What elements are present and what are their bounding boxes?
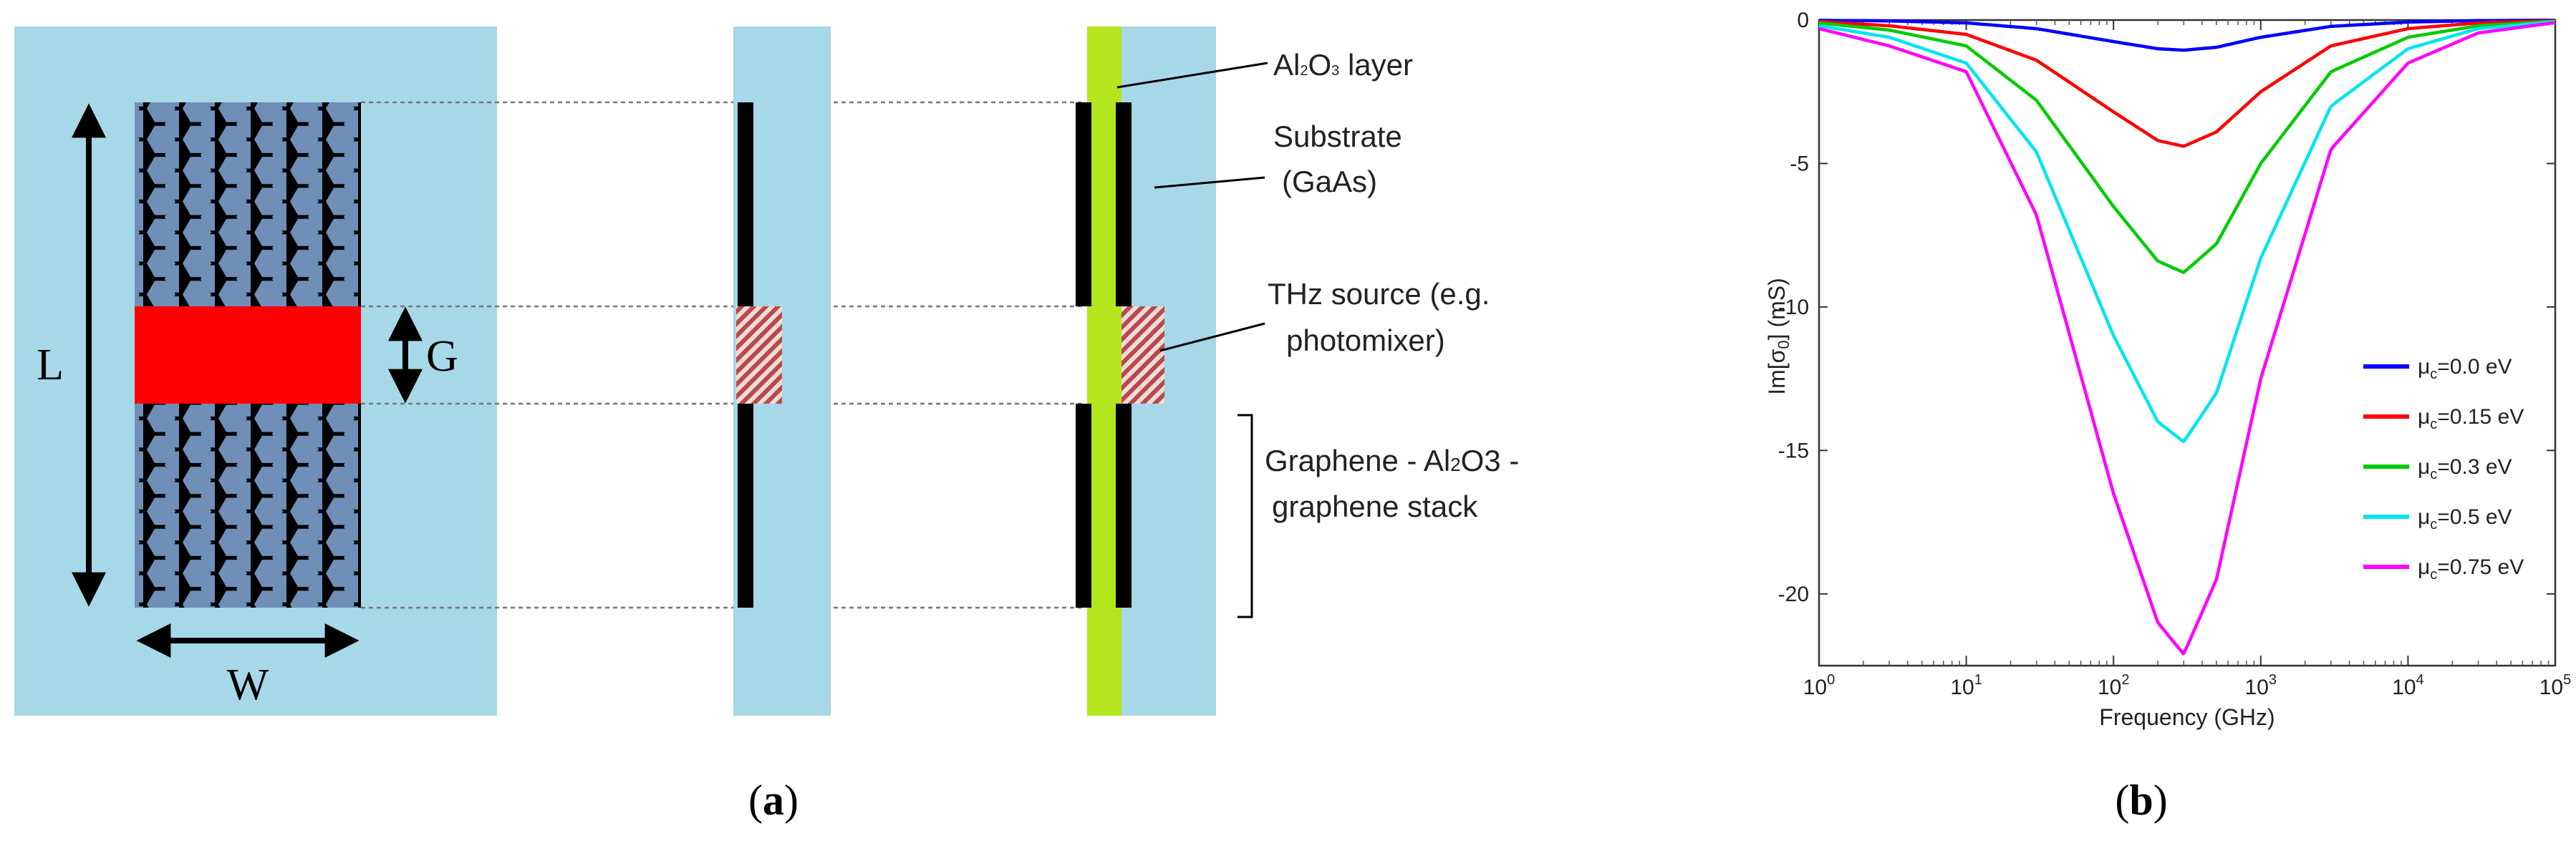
side-view-stack (1076, 26, 1216, 716)
thz-source-front (135, 306, 361, 404)
series-line (1819, 18, 2555, 52)
side-electrode-bottom (738, 404, 753, 608)
substrate-label-line1: Substrate (1273, 120, 1402, 153)
legend-label: μc=0.3 eV (2418, 455, 2512, 482)
x-tick-label: 103 (2245, 672, 2277, 699)
y-tick-label: -20 (1778, 583, 1809, 606)
leader-source (1159, 322, 1265, 352)
y-tick-label: 0 (1797, 9, 1809, 32)
panel-b-chart: 0 -5 -10 -15 -20 100 101 102 103 104 105 μc=0.0 eV μ… (1764, 9, 2571, 824)
substrate-label-line2: (GaAs) (1282, 165, 1377, 198)
stack-electrode-right-bottom (1116, 404, 1132, 608)
source-label-line1: THz source (e.g. (1268, 277, 1490, 311)
chart-ylabel: Im[σ0] (mS) (1764, 278, 1793, 395)
graphene-patch-top (135, 102, 361, 306)
x-tick-label: 102 (2098, 672, 2130, 699)
stack-bracket (1238, 414, 1253, 618)
x-tick-label: 100 (1803, 672, 1835, 699)
projection-lines (361, 101, 1081, 609)
side-electrode-top (738, 102, 753, 306)
width-label: W (227, 661, 269, 709)
legend-label: μc=0.5 eV (2418, 505, 2512, 533)
source-label-line2: photomixer) (1286, 324, 1445, 357)
leader-oxide (1116, 62, 1268, 89)
oxide-layer-label: Al2O3 layer (1273, 48, 1413, 82)
y-tick-label: -10 (1778, 296, 1809, 319)
caption-a: (a) (748, 777, 799, 824)
chart-xlabel: Frequency (GHz) (2099, 704, 2274, 730)
chart-plot-area: 0 -5 -10 -15 -20 100 101 102 103 104 105 μc=0.0 eV μ… (1778, 9, 2572, 699)
side-view-substrate (733, 26, 831, 716)
stack-electrode-right-top (1116, 102, 1132, 306)
series-line (1818, 21, 2556, 656)
front-view: L G W (14, 26, 497, 716)
stack-label-line1: Graphene - Al2O3 - (1265, 444, 1519, 477)
graphene-patch-bottom (135, 404, 361, 608)
x-tick-label: 101 (1950, 672, 1982, 699)
stack-electrode-left-bottom (1076, 404, 1091, 608)
side-source-hatched (736, 306, 782, 404)
legend-box (2357, 341, 2546, 601)
length-label: L (37, 341, 64, 389)
stack-label-line2: graphene stack (1272, 490, 1478, 523)
leader-lines (1116, 62, 1268, 618)
leader-substrate (1154, 176, 1265, 189)
stack-source-hatched (1121, 306, 1164, 404)
stack-electrode-left-top (1076, 102, 1091, 306)
y-tick-label: -15 (1778, 439, 1809, 462)
panel-a-schematic: L G W (14, 26, 1519, 824)
x-tick-label: 105 (2539, 672, 2572, 699)
gap-label: G (426, 332, 458, 381)
legend-label: μc=0.0 eV (2418, 355, 2512, 382)
y-tick-label: -5 (1790, 152, 1809, 175)
legend-label: μc=0.15 eV (2418, 405, 2524, 432)
x-tick-label: 104 (2392, 672, 2424, 699)
series-line (1818, 20, 2556, 444)
legend-label: μc=0.75 eV (2418, 555, 2524, 583)
series-line (1818, 19, 2556, 148)
caption-b: (b) (2115, 777, 2167, 824)
series-line (1818, 19, 2556, 274)
